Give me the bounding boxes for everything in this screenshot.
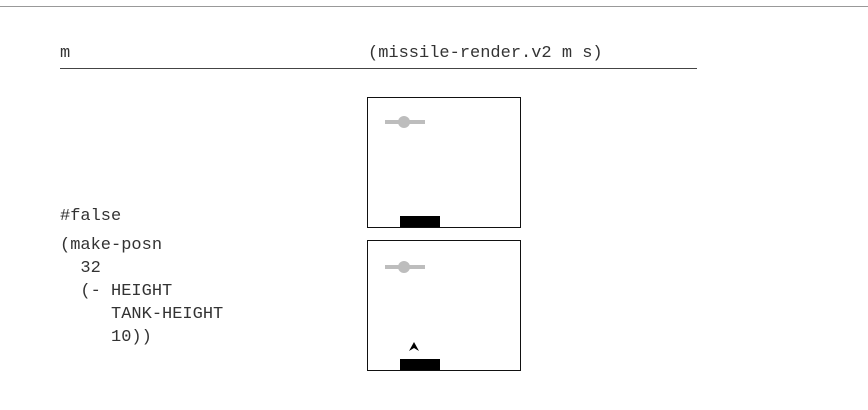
example-2-line-3: (- HEIGHT xyxy=(60,282,173,301)
scene-2-render xyxy=(367,240,521,371)
example-2-line-5: 10)) xyxy=(60,328,152,347)
top-divider xyxy=(0,6,868,7)
scene-1-render xyxy=(367,97,521,228)
column-header-output: (missile-render.v2 m s) xyxy=(368,44,603,63)
ufo-disc-icon xyxy=(398,116,410,128)
ufo-disc-icon xyxy=(398,261,410,273)
header-underline xyxy=(60,68,697,69)
column-header-input: m xyxy=(60,44,71,63)
example-2-line-2: 32 xyxy=(60,259,101,278)
example-1-expression: #false xyxy=(60,207,122,226)
example-2-line-1: (make-posn xyxy=(60,236,163,255)
missile-icon xyxy=(409,342,419,351)
tank-icon xyxy=(400,216,440,227)
example-2-line-4: TANK-HEIGHT xyxy=(60,305,224,324)
tank-icon xyxy=(400,359,440,370)
